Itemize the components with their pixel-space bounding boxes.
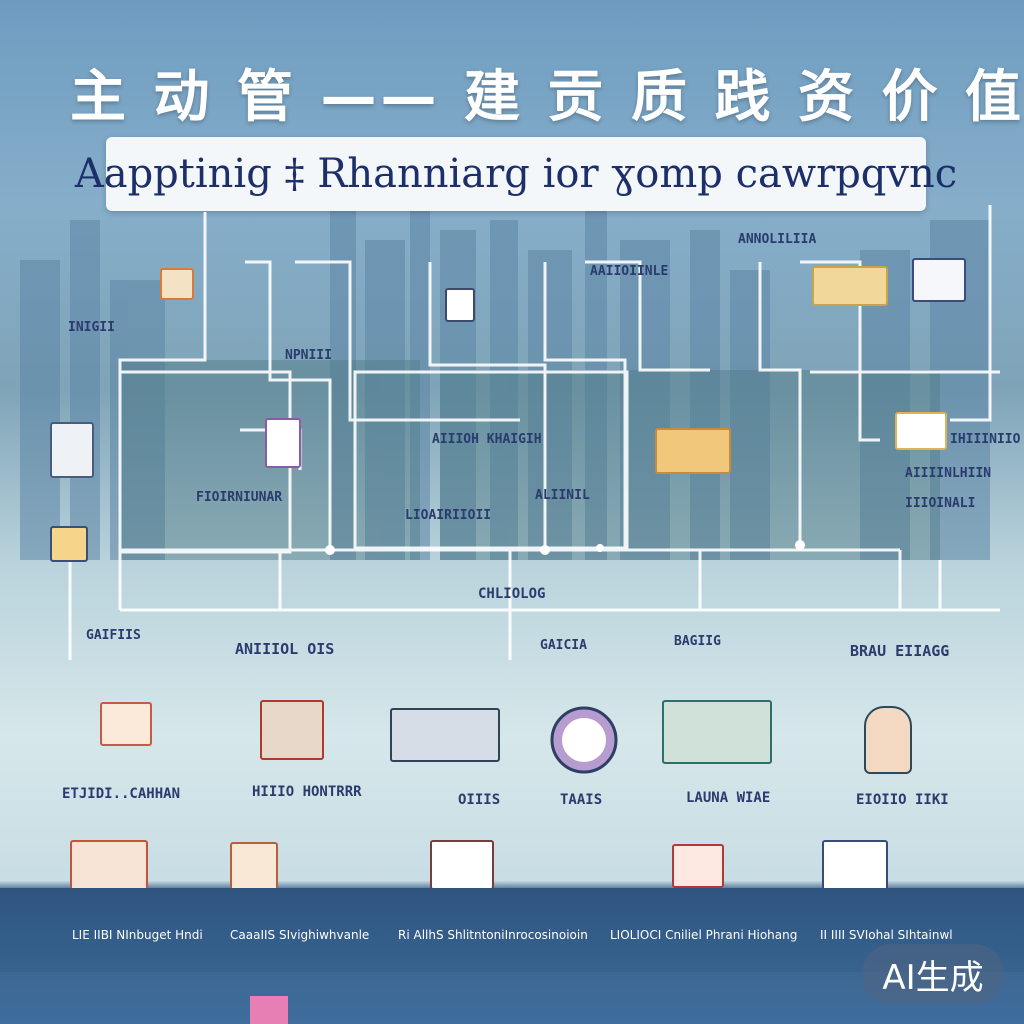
- workshop-icon: [662, 700, 772, 764]
- mid-label-1: AIIIOH KHAIGIH: [432, 432, 542, 447]
- footer-item-5: II IIII SVIohal SIhtainwl: [820, 928, 953, 942]
- machine-icon: [260, 700, 324, 760]
- branch-label-4: BAGIIG: [674, 634, 721, 649]
- avatar-icon: [864, 706, 912, 774]
- card-label-1: ETJIDI..CAHHAN: [62, 786, 180, 802]
- top-label-4: NPNIII: [285, 348, 332, 363]
- team-icon: [390, 708, 500, 762]
- chart-card-icon: [895, 412, 947, 450]
- footer-item-4: LIOLIOCI Cniliel Phrani Hiohang: [610, 928, 797, 942]
- top-label-6: AIIIINLHIIN: [905, 466, 991, 481]
- mid-label-4: IHIIINIIO: [950, 432, 1020, 447]
- card-label-2: HIIIO HONTRRR: [252, 784, 362, 800]
- mid-label-3: ALIINIL: [535, 488, 590, 503]
- calendar-card-icon: [912, 258, 966, 302]
- form-icon: [672, 844, 724, 888]
- branch-label-5: BRAU EIIAGG: [850, 642, 949, 660]
- pink-block-decoration: [250, 996, 288, 1024]
- mid-label-2: LIOAIRIIOII: [405, 508, 491, 523]
- top-label-5: INIGII: [68, 320, 115, 335]
- spreadsheet-icon: [430, 840, 494, 890]
- certificate-icon: [100, 702, 152, 746]
- card-label-6: EIOIIO IIKI: [856, 792, 949, 808]
- note-card-icon: [160, 268, 194, 300]
- footer-item-2: CaaaIIS SIvighiwhvanle: [230, 928, 369, 942]
- center-node-label: CHLIOLOG: [478, 586, 545, 602]
- report-card-icon: [265, 418, 301, 468]
- folder-card-icon: [50, 526, 88, 562]
- tools-circle-icon: [550, 706, 618, 774]
- branch-label-2: ANIIIOL OIS: [235, 640, 334, 658]
- footer-item-1: LIE IIBI NInbuget Hndi: [72, 928, 203, 942]
- tablet-card-icon: [50, 422, 94, 478]
- card-label-3: OIIIS: [458, 792, 500, 808]
- card-label-4: TAAIS: [560, 792, 602, 808]
- top-label-1: AAIIOIINLE: [590, 264, 668, 279]
- mid-label-5: IIIOINALI: [905, 496, 975, 511]
- branch-label-1: GAIFIIS: [86, 628, 141, 643]
- ai-generated-watermark: AI生成: [862, 944, 1004, 1004]
- top-label-3: FIOIRNIUNAR: [196, 490, 282, 505]
- branch-label-3: GAICIA: [540, 638, 587, 653]
- top-label-2: ANNOLILIIA: [738, 232, 816, 247]
- footer-item-3: Ri AllhS ShlitntoniInrocosinoioin: [398, 928, 588, 942]
- card-label-5: LAUNA WIAE: [686, 790, 770, 806]
- document-card-icon: [445, 288, 475, 322]
- atlas-card-icon: [655, 428, 731, 474]
- map-card-icon: [812, 266, 888, 306]
- table-doc-icon: [822, 840, 888, 892]
